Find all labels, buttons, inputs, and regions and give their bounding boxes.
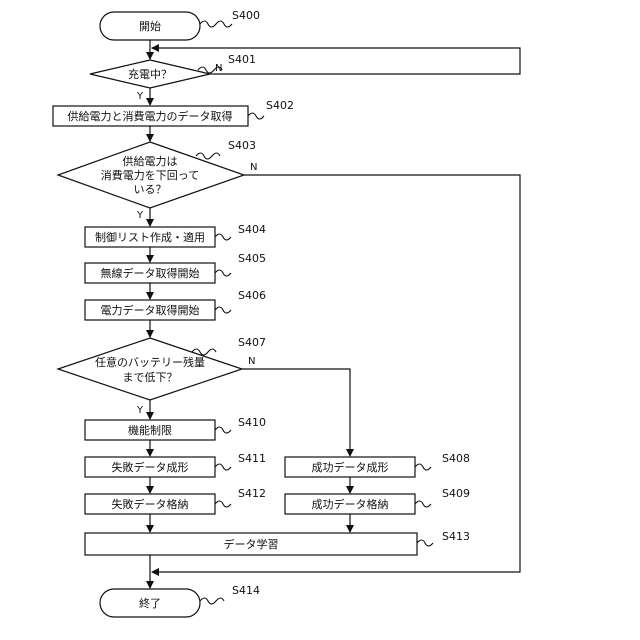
step-label-s408: S408	[442, 452, 470, 465]
power-acquire-text: 電力データ取得開始	[101, 303, 200, 317]
s401-yes-label: Y	[136, 91, 144, 102]
battery-decision-line1: 任意のバッテリー残量	[95, 355, 205, 369]
step-label-s403: S403	[228, 139, 256, 152]
leader-s410	[215, 427, 231, 433]
leader-s404	[215, 234, 231, 240]
step-label-s405: S405	[238, 252, 266, 265]
leader-s409	[415, 501, 431, 507]
leader-s414	[200, 598, 224, 604]
arrow-s407-no-to-s408	[242, 369, 350, 456]
s407-yes-label: Y	[136, 405, 144, 416]
end-text: 終了	[139, 596, 161, 610]
step-label-s412: S412	[238, 487, 266, 500]
battery-decision	[58, 338, 242, 400]
s407-no-label: N	[248, 356, 255, 367]
leader-s411	[215, 464, 231, 470]
function-limit-text: 機能制限	[128, 423, 172, 437]
step-label-s401: S401	[228, 53, 256, 66]
success-store-text: 成功データ格納	[312, 497, 389, 511]
control-list-text: 制御リスト作成・適用	[95, 230, 205, 244]
success-format-text: 成功データ成形	[312, 460, 389, 474]
leader-s406	[215, 307, 231, 313]
step-label-s411: S411	[238, 452, 266, 465]
leader-s400	[200, 21, 232, 27]
supply-decision-line1: 供給電力は	[123, 154, 178, 168]
s403-no-label: N	[250, 162, 257, 173]
supply-decision-line2: 消費電力を下回って	[101, 168, 199, 182]
leader-s403	[196, 153, 220, 159]
data-learning-text: データ学習	[224, 537, 279, 551]
fail-store-text: 失敗データ格納	[112, 497, 189, 511]
step-label-s400: S400	[232, 9, 260, 22]
step-label-s402: S402	[266, 99, 294, 112]
fail-format-text: 失敗データ成形	[112, 460, 189, 474]
leader-s412	[215, 501, 231, 507]
arrow-s401-no-loop	[152, 48, 520, 74]
step-label-s404: S404	[238, 223, 266, 236]
wireless-data-text: 無線データ取得開始	[101, 266, 200, 280]
step-label-s413: S413	[442, 530, 470, 543]
step-label-s414: S414	[232, 584, 260, 597]
start-text: 開始	[139, 19, 161, 33]
leader-s413	[417, 540, 433, 546]
charging-decision-text: 充電中？	[128, 67, 172, 81]
leader-s408	[415, 464, 431, 470]
power-data-text: 供給電力と消費電力のデータ取得	[68, 109, 233, 123]
step-label-s407: S407	[238, 336, 266, 349]
leader-s405	[215, 270, 231, 276]
leader-s402	[248, 113, 264, 119]
supply-decision-line3: いる？	[134, 183, 167, 196]
battery-decision-line2: まで低下？	[123, 371, 178, 384]
s403-yes-label: Y	[136, 210, 144, 221]
step-label-s406: S406	[238, 289, 266, 302]
step-label-s410: S410	[238, 416, 266, 429]
step-label-s409: S409	[442, 487, 470, 500]
